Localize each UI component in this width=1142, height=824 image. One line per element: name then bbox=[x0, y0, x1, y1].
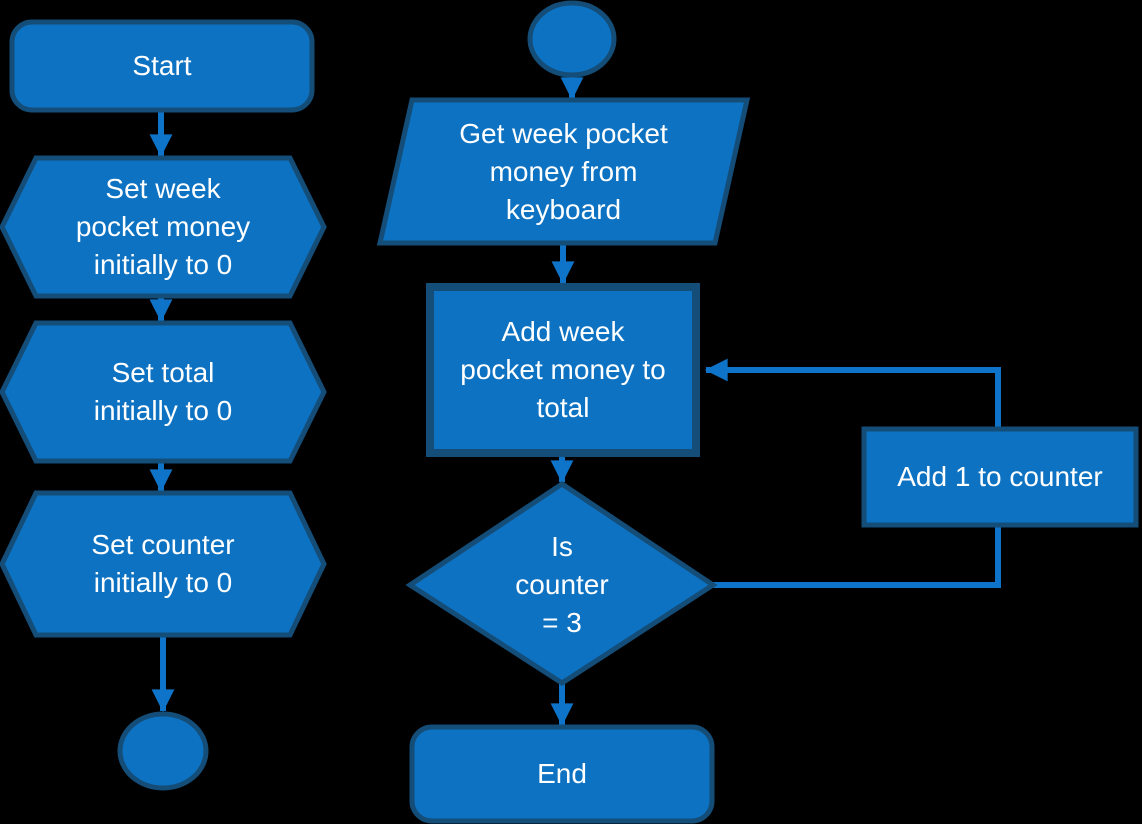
get-money-label: Get week pocket money from keyboard bbox=[412, 100, 715, 243]
add-money-label-line: pocket money to bbox=[460, 354, 666, 385]
decision-label-line: = 3 bbox=[542, 607, 582, 638]
set-total-label-line: Set total bbox=[111, 357, 215, 388]
end-label: End bbox=[412, 727, 712, 821]
set-week-label-line: pocket money bbox=[75, 211, 251, 242]
set-total-label-line: initially to 0 bbox=[93, 395, 233, 426]
decision-diamond-shape bbox=[405, 480, 718, 686]
add-money-process-shape bbox=[426, 283, 700, 457]
get-money-label-line: money from bbox=[489, 155, 638, 187]
start-label: Start bbox=[12, 22, 312, 110]
start-label-line: Start bbox=[132, 50, 192, 81]
get-money-label-line: keyboard bbox=[505, 193, 622, 225]
set-counter-label-line: initially to 0 bbox=[93, 567, 233, 598]
set-week-label-line: initially to 0 bbox=[93, 249, 233, 280]
decision-label: Is counter = 3 bbox=[440, 490, 684, 680]
add-counter-label: Add 1 to counter bbox=[864, 429, 1136, 525]
add-money-label-line: Add week bbox=[501, 316, 625, 347]
start-terminator-shape bbox=[9, 19, 315, 113]
add-money-label: Add week pocket money to total bbox=[430, 287, 696, 453]
decision-label-line: counter bbox=[515, 569, 609, 600]
get-money-label-line: Get week pocket bbox=[459, 117, 668, 149]
set-counter-hexagon-shape bbox=[0, 490, 327, 638]
get-money-parallelogram-shape bbox=[376, 97, 751, 246]
add-counter-process-shape bbox=[861, 426, 1139, 528]
add-money-label-line: total bbox=[536, 392, 590, 423]
set-total-label: Set total initially to 0 bbox=[33, 323, 293, 461]
set-week-label-line: Set week bbox=[105, 173, 221, 204]
set-week-label: Set week pocket money initially to 0 bbox=[33, 158, 293, 296]
set-counter-label: Set counter initially to 0 bbox=[33, 493, 293, 635]
set-counter-label-line: Set counter bbox=[91, 529, 235, 560]
end-terminator-shape bbox=[409, 724, 715, 824]
right-circle-connector-shape bbox=[527, 0, 617, 78]
add-counter-label-line: Add 1 to counter bbox=[897, 461, 1103, 492]
end-label-line: End bbox=[537, 758, 587, 789]
set-week-hexagon-shape bbox=[0, 155, 327, 299]
set-total-hexagon-shape bbox=[0, 320, 327, 464]
decision-label-line: Is bbox=[551, 531, 573, 562]
left-circle-connector-shape bbox=[117, 711, 209, 791]
